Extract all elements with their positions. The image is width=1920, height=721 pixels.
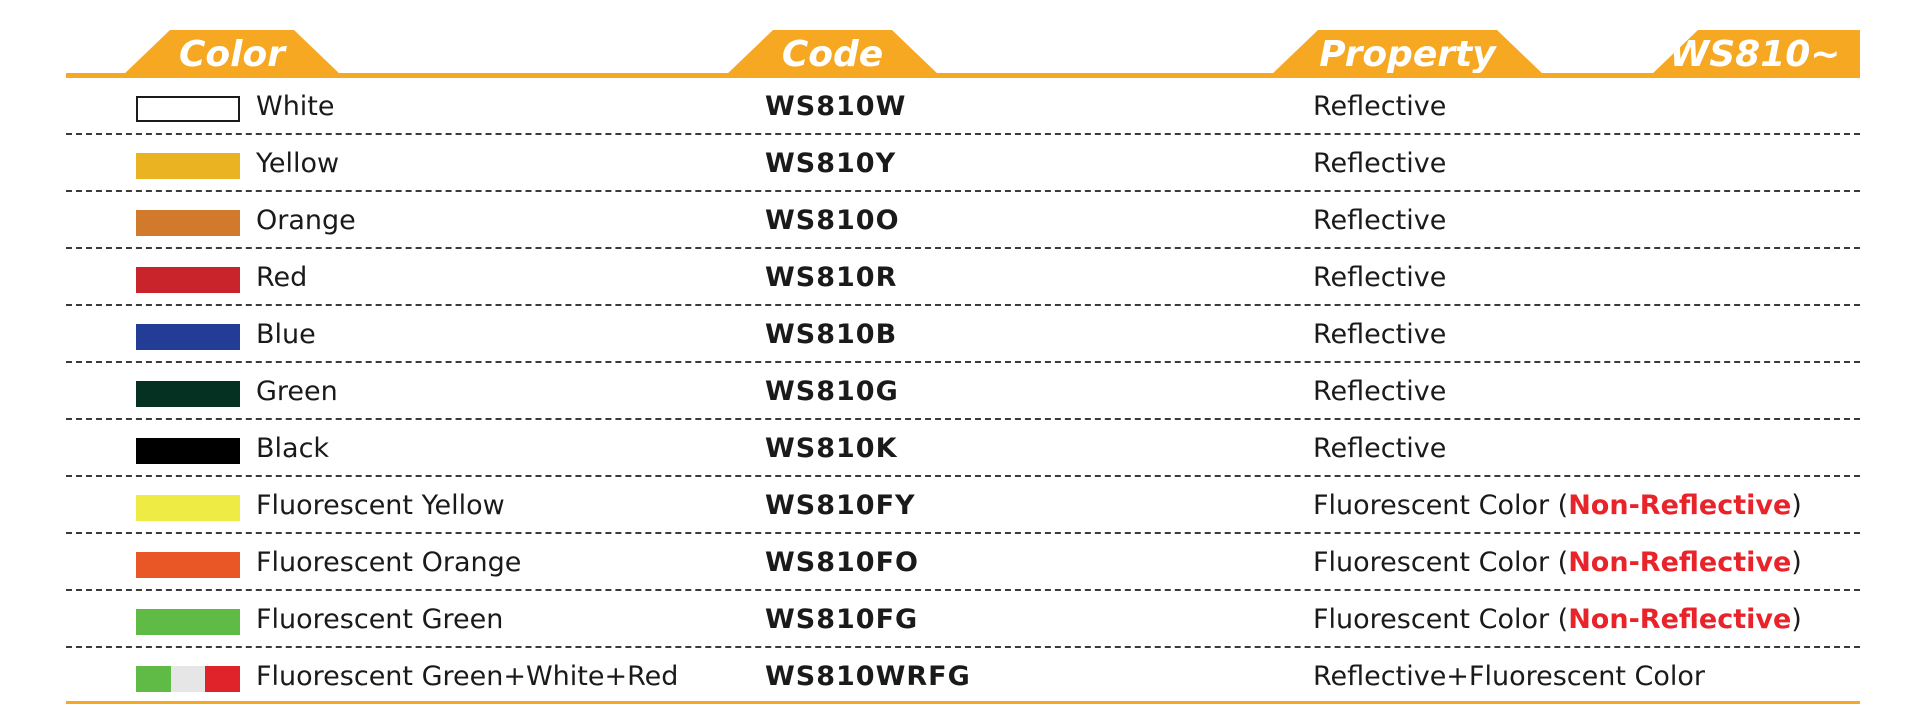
table-row: Fluorescent Green WS810FG Fluorescent Colo… bbox=[66, 591, 1860, 648]
color-name: Fluorescent Green bbox=[256, 604, 504, 635]
color-swatch bbox=[136, 552, 240, 578]
property-text: Reflective bbox=[1313, 262, 1447, 293]
property-text: Reflective+Fluorescent Color bbox=[1313, 661, 1706, 692]
color-swatch-segment bbox=[136, 438, 240, 464]
color-code: WS810FO bbox=[765, 547, 919, 578]
property-text: Reflective bbox=[1313, 205, 1447, 236]
color-swatch-segment bbox=[136, 495, 240, 521]
color-swatch bbox=[136, 495, 240, 521]
non-reflective-label: Non-Reflective bbox=[1568, 604, 1792, 635]
color-name: White bbox=[256, 91, 335, 122]
color-swatch bbox=[136, 438, 240, 464]
table-row: Fluorescent Orange WS810FO Fluorescent Col… bbox=[66, 534, 1860, 591]
color-swatch-segment bbox=[136, 552, 240, 578]
header-property-tab: Property bbox=[1270, 30, 1545, 76]
table-row: Yellow WS810Y Reflective bbox=[66, 135, 1860, 192]
property: Reflective bbox=[1313, 306, 1446, 364]
property: Fluorescent Color (Non-Reflective) bbox=[1313, 477, 1802, 535]
color-name: Green bbox=[256, 376, 338, 407]
non-reflective-label: Non-Reflective bbox=[1568, 490, 1792, 521]
property-text: Fluorescent Color ( bbox=[1313, 547, 1569, 578]
property: Reflective bbox=[1313, 420, 1446, 478]
color-code: WS810FY bbox=[765, 490, 916, 521]
table-row: Fluorescent Green+White+Red WS810WRFG Refl… bbox=[66, 648, 1860, 705]
color-swatch bbox=[136, 666, 241, 692]
property-text: Fluorescent Color ( bbox=[1313, 604, 1569, 635]
property: Reflective bbox=[1313, 249, 1446, 307]
color-swatch bbox=[136, 153, 240, 179]
color-swatch-segment bbox=[136, 666, 171, 692]
property-text: Reflective bbox=[1313, 148, 1447, 179]
color-name: Red bbox=[256, 262, 308, 293]
color-swatch-segment bbox=[136, 153, 240, 179]
color-name: Fluorescent Orange bbox=[256, 547, 522, 578]
non-reflective-label: Non-Reflective bbox=[1568, 547, 1792, 578]
table-row: Blue WS810B Reflective bbox=[66, 306, 1860, 363]
property: Reflective bbox=[1313, 192, 1446, 250]
color-code: WS810O bbox=[765, 205, 900, 236]
color-swatch-segment bbox=[170, 666, 206, 692]
color-swatch-segment bbox=[136, 381, 240, 407]
property-close-paren: ) bbox=[1791, 490, 1802, 521]
color-name: Blue bbox=[256, 319, 316, 350]
table-row: Orange WS810O Reflective bbox=[66, 192, 1860, 249]
table-row: White WS810W Reflective bbox=[66, 78, 1860, 135]
table-row: Red WS810R Reflective bbox=[66, 249, 1860, 306]
table-row: Black WS810K Reflective bbox=[66, 420, 1860, 477]
color-code: WS810W bbox=[765, 91, 907, 122]
property: Reflective bbox=[1313, 78, 1446, 136]
property: Fluorescent Color (Non-Reflective) bbox=[1313, 534, 1802, 592]
color-swatch bbox=[136, 210, 240, 236]
color-name: Fluorescent Yellow bbox=[256, 490, 505, 521]
color-swatch bbox=[136, 381, 240, 407]
color-code: WS810B bbox=[765, 319, 898, 350]
color-swatch-segment bbox=[136, 267, 240, 293]
header-code-tab: Code bbox=[725, 30, 940, 76]
table-row: Fluorescent Yellow WS810FY Fluorescent Col… bbox=[66, 477, 1860, 534]
color-swatch bbox=[136, 609, 240, 635]
table-row: Green WS810G Reflective bbox=[66, 363, 1860, 420]
header-rule bbox=[66, 73, 1860, 78]
color-name: Black bbox=[256, 433, 330, 464]
property-close-paren: ) bbox=[1791, 547, 1802, 578]
color-code: WS810FG bbox=[765, 604, 919, 635]
property: Reflective bbox=[1313, 363, 1446, 421]
bottom-rule bbox=[66, 701, 1860, 704]
color-swatch bbox=[136, 267, 240, 293]
property-text: Reflective bbox=[1313, 319, 1447, 350]
color-swatch bbox=[136, 96, 240, 122]
color-name: Yellow bbox=[256, 148, 340, 179]
color-code: WS810R bbox=[765, 262, 898, 293]
property-text: Fluorescent Color ( bbox=[1313, 490, 1569, 521]
color-swatch-segment bbox=[136, 609, 240, 635]
property: Reflective+Fluorescent Color bbox=[1313, 648, 1705, 706]
color-swatch-segment bbox=[205, 666, 241, 692]
property-close-paren: ) bbox=[1791, 604, 1802, 635]
color-name: Fluorescent Green+White+Red bbox=[256, 661, 679, 692]
color-code: WS810Y bbox=[765, 148, 897, 179]
color-swatch-segment bbox=[136, 324, 240, 350]
header-color-tab: Color bbox=[122, 30, 342, 76]
color-swatch bbox=[136, 324, 240, 350]
header-series-tab: WS810~ bbox=[1650, 30, 1860, 76]
color-code: WS810WRFG bbox=[765, 661, 971, 692]
color-name: Orange bbox=[256, 205, 356, 236]
property-text: Reflective bbox=[1313, 91, 1447, 122]
property: Reflective bbox=[1313, 135, 1446, 193]
color-code: WS810K bbox=[765, 433, 898, 464]
property-text: Reflective bbox=[1313, 433, 1447, 464]
property-text: Reflective bbox=[1313, 376, 1447, 407]
color-swatch-segment bbox=[138, 98, 238, 120]
property: Fluorescent Color (Non-Reflective) bbox=[1313, 591, 1802, 649]
color-code: WS810G bbox=[765, 376, 899, 407]
color-swatch-segment bbox=[136, 210, 240, 236]
